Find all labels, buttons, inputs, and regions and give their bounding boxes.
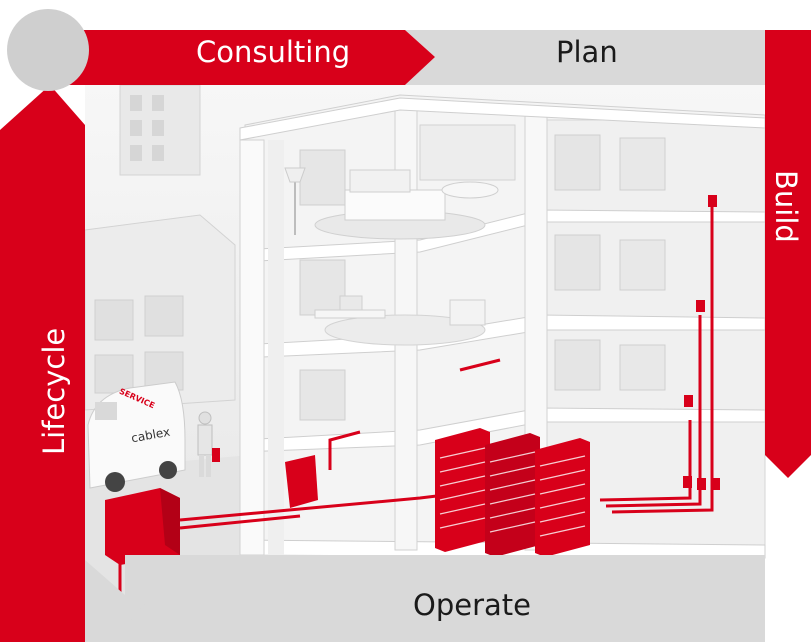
operate-band-body bbox=[130, 595, 765, 642]
plan-band bbox=[405, 30, 770, 85]
distribution-cabinets bbox=[105, 455, 318, 565]
technician bbox=[197, 411, 220, 477]
lifecycle-label: Lifecycle bbox=[37, 327, 71, 455]
start-circle bbox=[7, 9, 89, 91]
consulting-label: Consulting bbox=[196, 35, 351, 69]
service-van bbox=[87, 381, 186, 492]
consulting-arrow bbox=[50, 30, 435, 85]
lifecycle-arrow bbox=[0, 85, 85, 642]
build-label: Build bbox=[769, 170, 803, 243]
cable-outlets bbox=[683, 195, 720, 490]
build-arrow bbox=[765, 30, 811, 478]
neighbour-building bbox=[84, 214, 236, 411]
top-floor-furniture bbox=[284, 124, 516, 240]
operate-label: Operate bbox=[413, 588, 531, 622]
background-tower bbox=[119, 84, 201, 176]
plan-label: Plan bbox=[556, 35, 618, 69]
server-racks bbox=[435, 428, 590, 557]
network-cabling bbox=[118, 205, 714, 595]
middle-floor-furniture bbox=[314, 295, 486, 346]
